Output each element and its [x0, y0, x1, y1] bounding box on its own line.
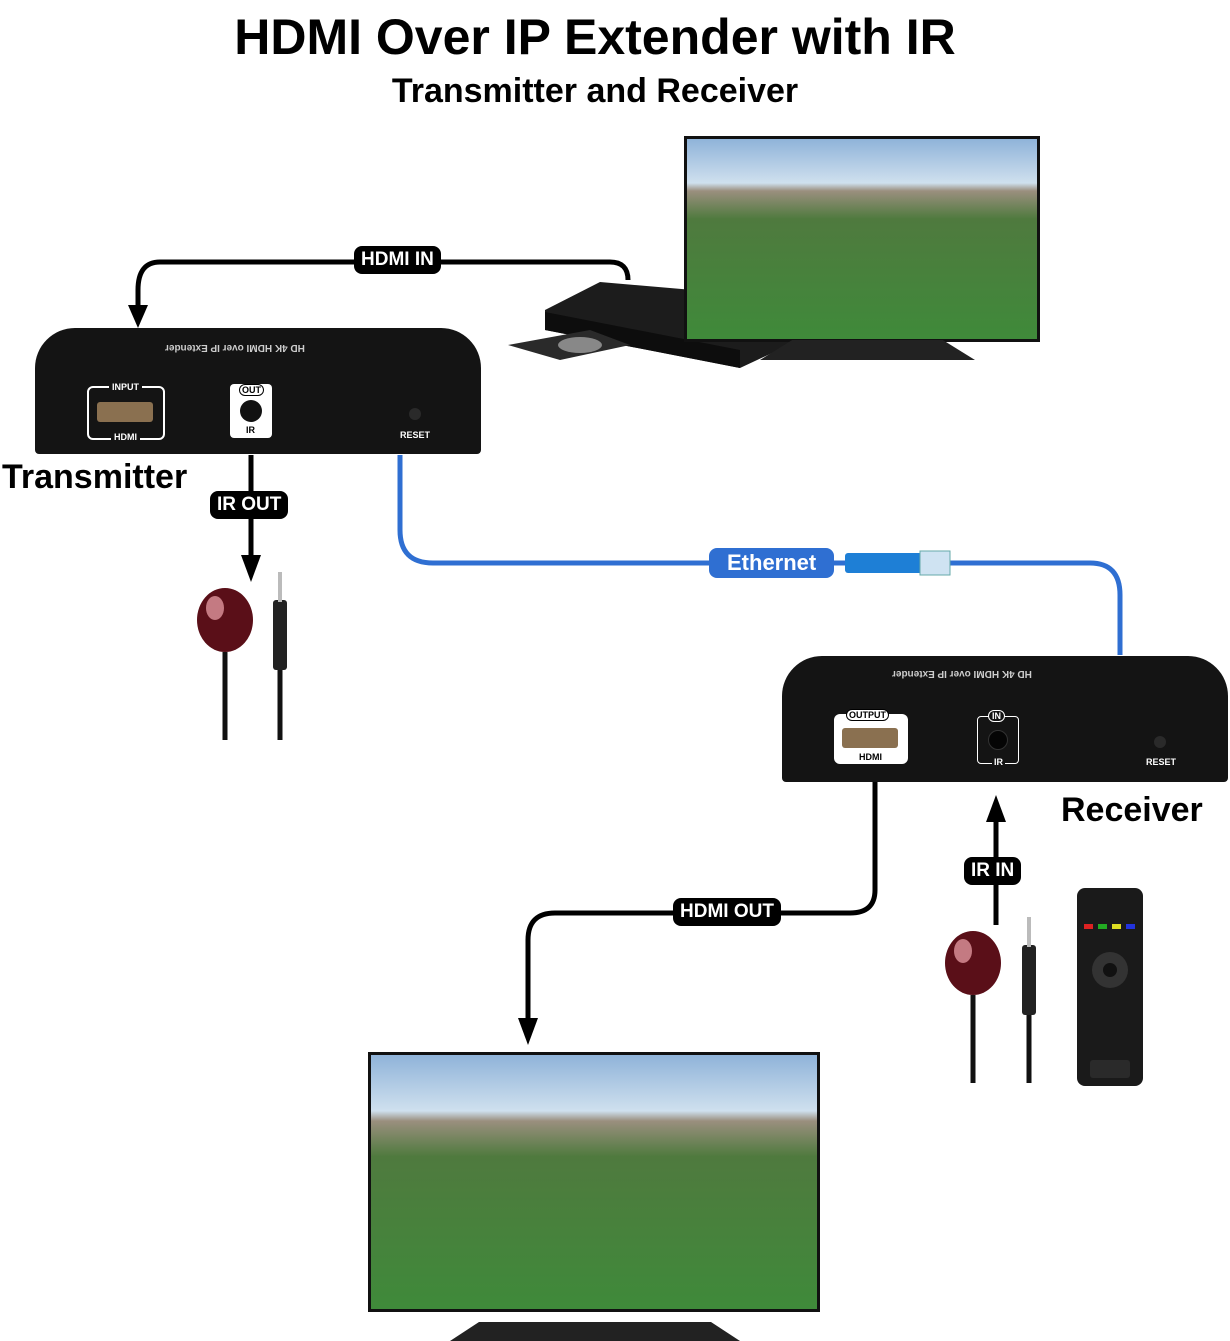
hdmi-in-arrowhead: [128, 305, 148, 328]
tv-stand: [760, 340, 975, 360]
hdmi-in-label: HDMI IN: [354, 246, 441, 274]
audio-jack-icon-receiver: [1022, 917, 1036, 1083]
port-label-ir: IR: [992, 757, 1005, 767]
ethernet-label: Ethernet: [709, 548, 835, 578]
transmitter-device: HD 4K HDMI over IP Extender INPUT HDMI I…: [35, 328, 481, 454]
ir-emitter-icon: [197, 588, 253, 740]
transmitter-label: Transmitter: [2, 458, 188, 496]
hdmi-out-arrowhead: [518, 1018, 538, 1045]
port-label-hdmi: HDMI: [111, 432, 140, 442]
hdmi-in-cable: [135, 259, 631, 320]
ir-out-label: IR OUT: [210, 491, 289, 519]
ir-receiver-icon: [945, 931, 1001, 1083]
ir-in-label: IR IN: [964, 857, 1022, 885]
port-label-out: OUT: [239, 384, 264, 396]
port-label-ir: IR: [246, 425, 255, 435]
port-label-output: OUTPUT: [846, 709, 889, 721]
page-subtitle: Transmitter and Receiver: [391, 72, 799, 110]
port-label-hdmi: HDMI: [859, 752, 882, 762]
audio-jack-icon: [273, 572, 287, 740]
source-tv: [684, 136, 1040, 342]
ir-in-arrowhead: [986, 795, 1006, 822]
receiver-model-text: HD 4K HDMI over IP Extender: [892, 668, 1032, 679]
reset-label: RESET: [400, 430, 431, 440]
ir-out-port[interactable]: IR: [230, 384, 272, 438]
ir-out-arrowhead: [241, 555, 261, 582]
transmitter-model-text: HD 4K HDMI over IP Extender: [165, 342, 305, 353]
reset-button[interactable]: [1154, 736, 1166, 748]
hdmi-output-port[interactable]: HDMI: [834, 714, 908, 764]
receiver-label: Receiver: [1061, 791, 1203, 829]
rj45-plug-icon: [845, 553, 925, 573]
reset-label: RESET: [1146, 757, 1177, 767]
tv-stand: [450, 1322, 740, 1341]
port-label-in: IN: [988, 710, 1005, 722]
receiver-device: HD 4K HDMI over IP Extender HDMI OUTPUT …: [782, 656, 1228, 782]
remote-control-icon: [1077, 888, 1143, 1086]
port-label-input: INPUT: [109, 382, 142, 392]
reset-button[interactable]: [409, 408, 421, 420]
display-tv: [368, 1052, 820, 1312]
page-title: HDMI Over IP Extender with IR: [234, 9, 956, 65]
hdmi-out-label: HDMI OUT: [673, 898, 781, 926]
